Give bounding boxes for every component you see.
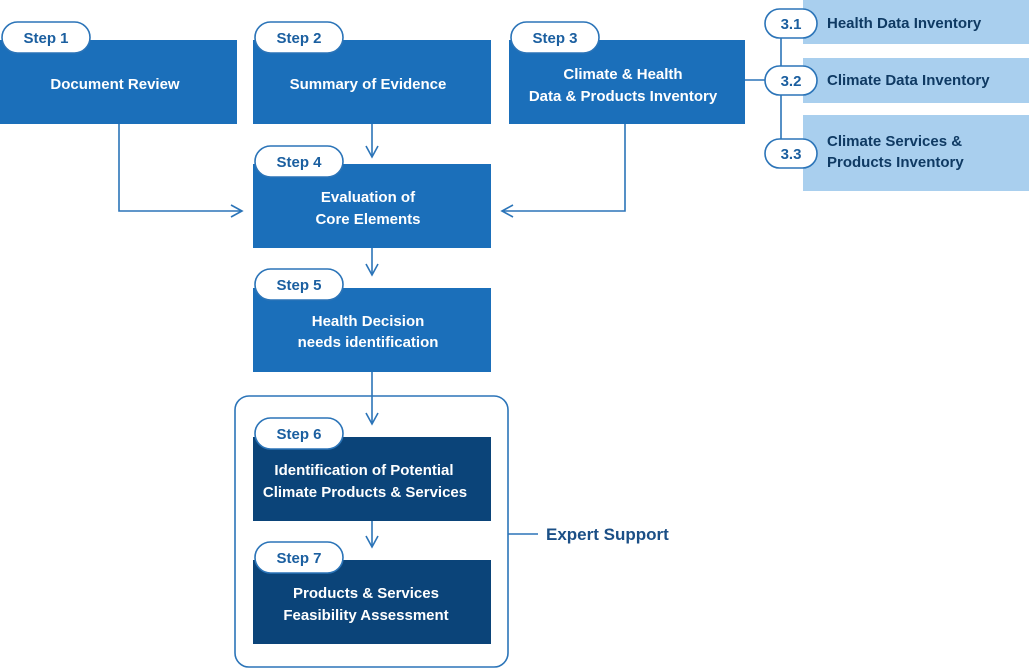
step-2: Summary of Evidence Step 2 [253,21,491,124]
step-3-tag-label: Step 3 [532,30,577,47]
connectors [118,36,782,549]
step-5-box [253,288,491,372]
substep-3-3-label-line2: Products Inventory [827,154,964,171]
step-1: Document Review Step 1 [0,21,237,124]
step-6: Identification of Potential Climate Prod… [253,417,491,521]
step-5-label-line1: Health Decision [312,313,425,330]
step-5: Health Decision needs identification Ste… [253,268,491,372]
step-4-tag [254,145,344,178]
substep-3-2: Climate Data Inventory 3.2 [764,58,1029,103]
step-4-label-line2: Core Elements [315,211,420,228]
step-7: Products & Services Feasibility Assessme… [253,541,491,644]
connector-step3-step4 [500,124,626,218]
substep-3-1-tag [764,8,818,39]
substep-3-2-box [803,58,1029,103]
substep-3-1-label: Health Data Inventory [827,15,982,32]
step-3: Climate & Health Data & Products Invento… [509,21,745,124]
substep-3-2-tag-label: 3.2 [781,73,802,90]
step-4: Evaluation of Core Elements Step 4 [253,145,491,248]
step-1-tag [1,21,91,54]
substep-3-2-tag [764,65,818,96]
step-4-label-line1: Evaluation of [321,189,416,206]
step-4-tag-label: Step 4 [276,154,322,171]
step-3-box [509,40,745,124]
step-6-label-line2: Climate Products & Services [263,484,467,501]
step-1-tag-label: Step 1 [23,30,68,47]
substep-3-1-tag-label: 3.1 [781,16,802,33]
step-5-tag [254,268,344,301]
substep-3-3-box [803,115,1029,191]
step-4-box [253,164,491,248]
step-2-label: Summary of Evidence [290,76,447,93]
step-2-box [253,40,491,124]
step-7-label-line1: Products & Services [293,585,439,602]
expert-support-label: Expert Support [546,525,669,544]
substep-3-3-tag [764,138,818,169]
step-3-tag [510,21,600,54]
step-6-label-line1: Identification of Potential [274,462,453,479]
step-3-label-line1: Climate & Health [563,66,682,83]
substep-3-3-tag-label: 3.3 [781,146,802,163]
step-5-tag-label: Step 5 [276,277,321,294]
step-3-label-line2: Data & Products Inventory [529,88,718,105]
step-5-label-line2: needs identification [298,334,439,351]
step-6-tag [254,417,344,450]
step-7-label-line2: Feasibility Assessment [283,607,448,624]
connector-step1-step4 [118,124,244,218]
substep-3-1: Health Data Inventory 3.1 [764,0,1029,44]
substep-3-3-label-line1: Climate Services & [827,133,962,150]
substep-3-1-box [803,0,1029,44]
step-2-tag-label: Step 2 [276,30,321,47]
step-7-tag [254,541,344,574]
step-7-tag-label: Step 7 [276,550,321,567]
substep-3-2-label: Climate Data Inventory [827,72,990,89]
step-6-tag-label: Step 6 [276,426,321,443]
step-2-tag [254,21,344,54]
step-1-label: Document Review [50,76,180,93]
step-6-box [253,437,491,521]
substep-3-3: Climate Services & Products Inventory 3.… [764,115,1029,191]
expert-support-group [234,395,509,668]
step-7-box [253,560,491,644]
step-1-box [0,40,237,124]
